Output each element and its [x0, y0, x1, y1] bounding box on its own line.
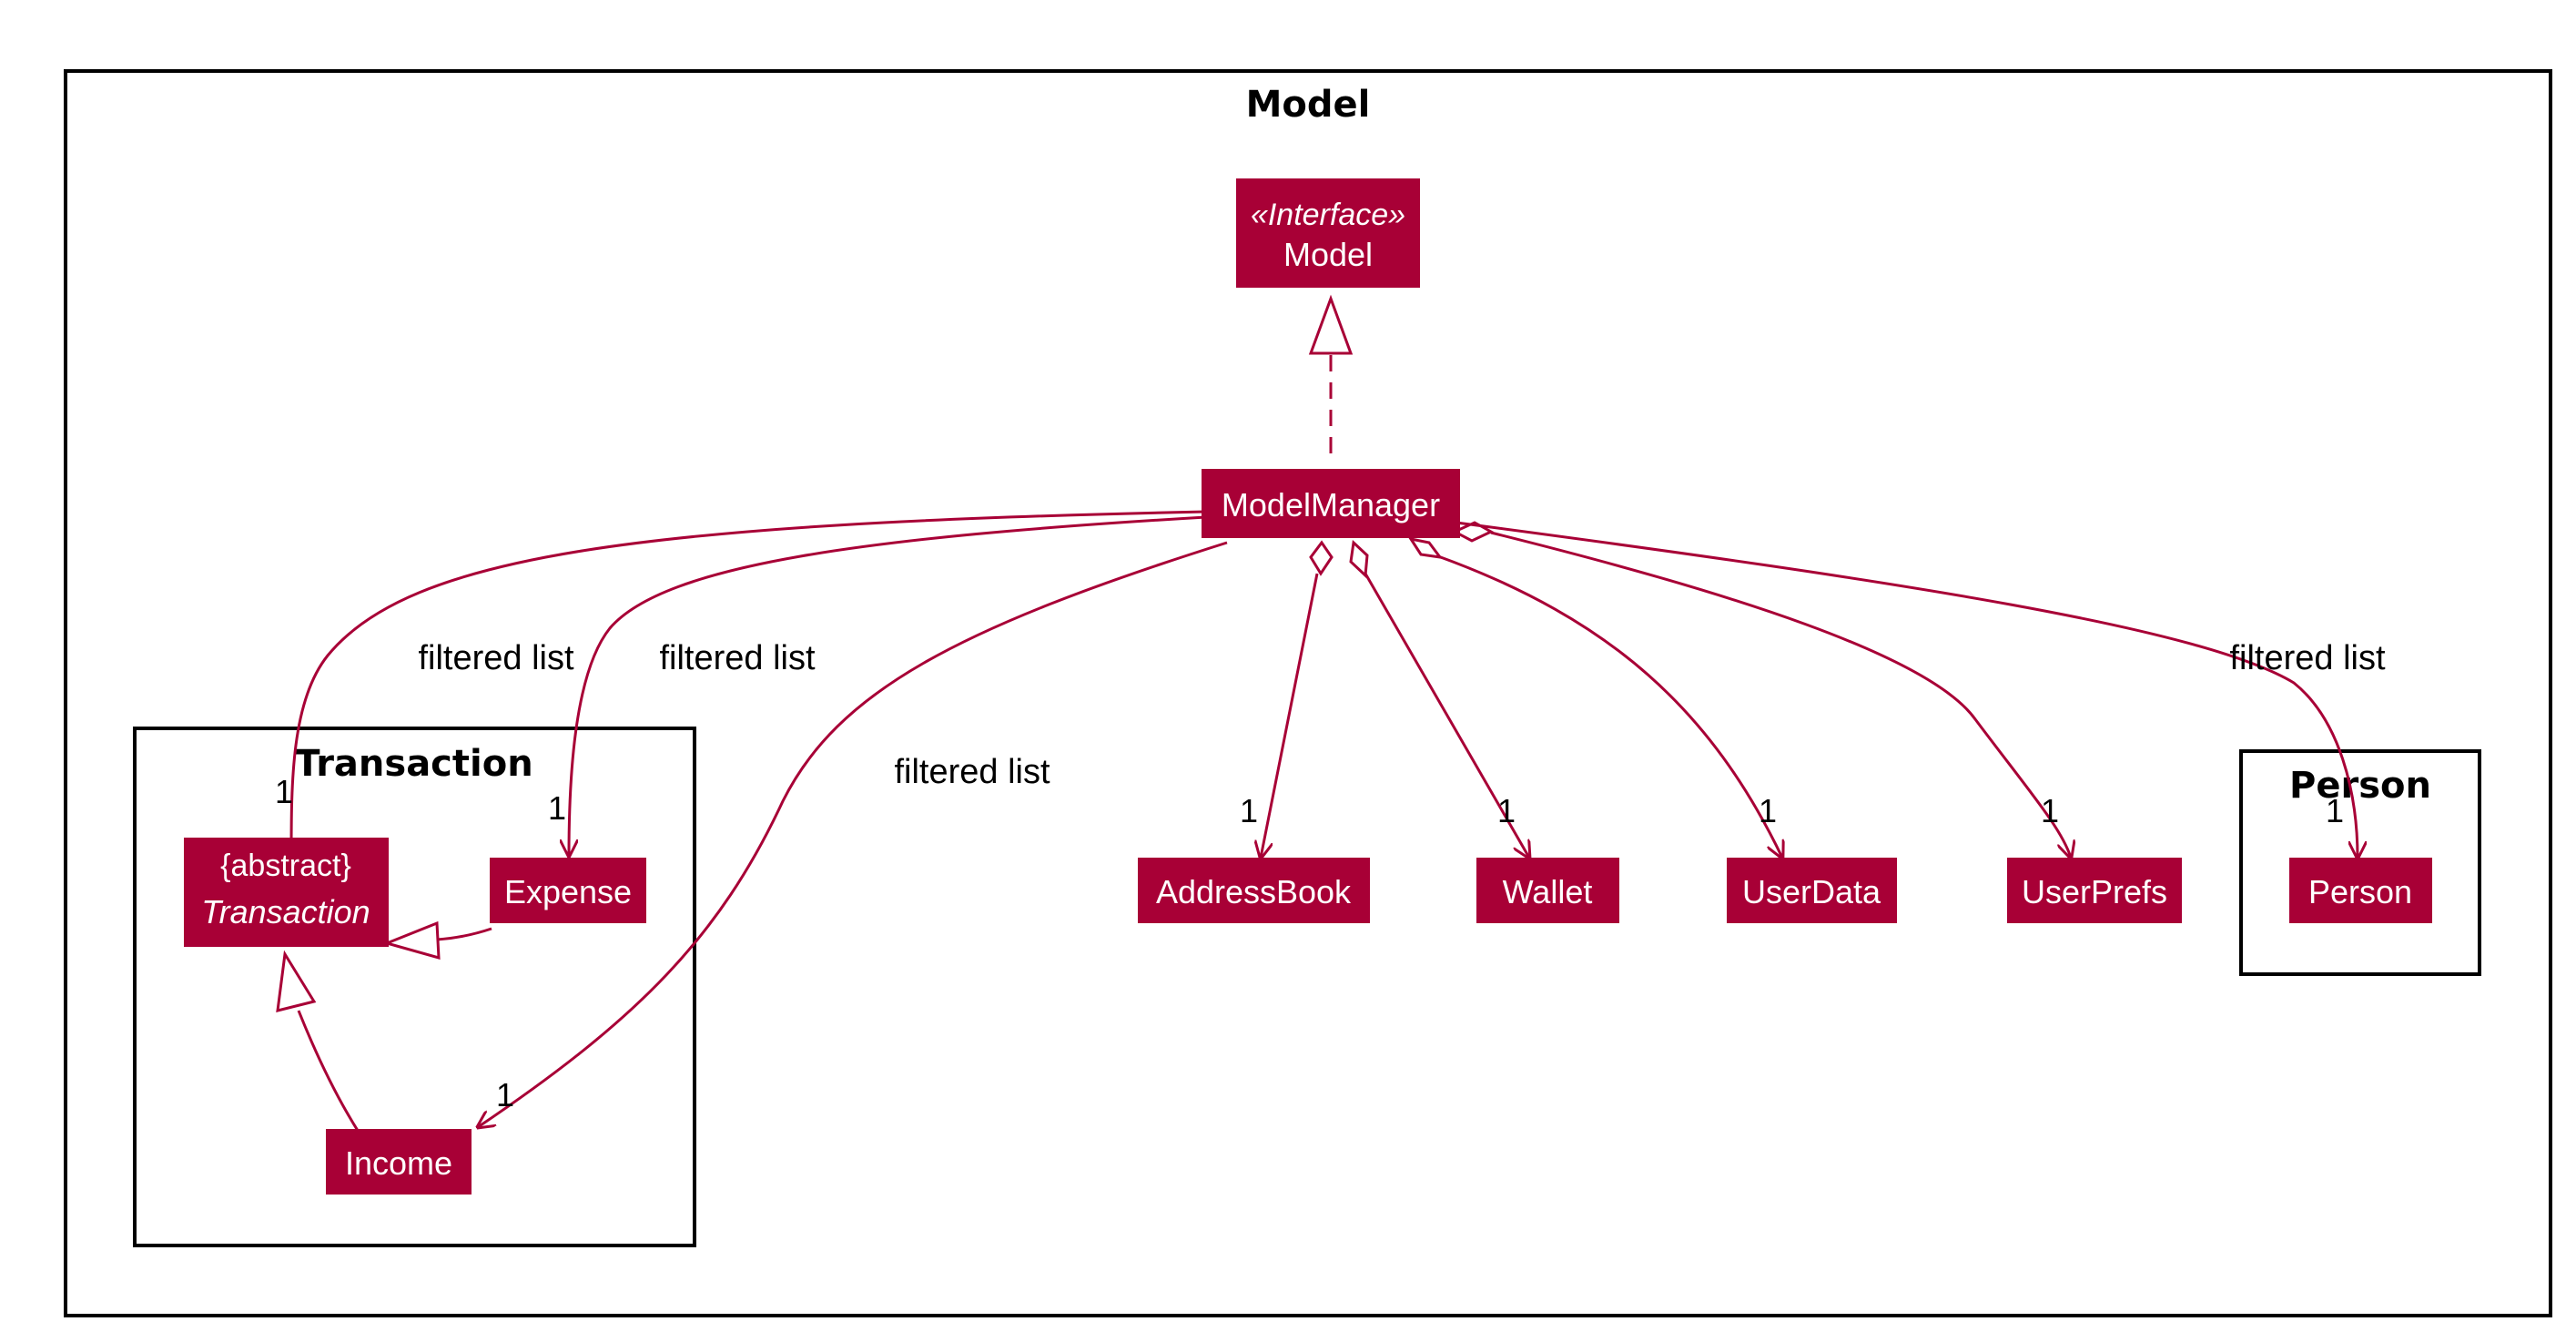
- package-model-frame: [64, 69, 2552, 1317]
- edge-to-wallet: 1: [1349, 539, 1529, 858]
- class-address-book[interactable]: AddressBook: [1138, 858, 1370, 923]
- multiplicity-expense: 1: [548, 789, 566, 827]
- class-income[interactable]: Income: [326, 1129, 472, 1195]
- class-expense[interactable]: Expense: [490, 858, 646, 923]
- person-name: Person: [2308, 873, 2412, 910]
- edge-to-address-book: 1: [1240, 540, 1334, 858]
- class-model-manager[interactable]: ModelManager: [1202, 469, 1460, 538]
- multiplicity-user-data: 1: [1759, 792, 1777, 829]
- realization-edge: [1308, 294, 1354, 453]
- class-transaction[interactable]: {abstract} Transaction: [184, 838, 389, 947]
- edge-to-user-data: 1: [1407, 536, 1782, 858]
- transaction-name: Transaction: [201, 893, 370, 930]
- class-person[interactable]: Person: [2289, 858, 2432, 923]
- class-user-data[interactable]: UserData: [1727, 858, 1897, 923]
- model-interface-name: Model: [1283, 236, 1373, 273]
- wallet-name: Wallet: [1503, 873, 1593, 910]
- edge-to-user-prefs: 1: [1451, 521, 2071, 858]
- multiplicity-person: 1: [2326, 792, 2344, 829]
- edge-to-income: filtered list 1: [478, 541, 1228, 1127]
- generalization-expense-edge: [382, 920, 492, 961]
- model-manager-name: ModelManager: [1222, 486, 1440, 524]
- user-prefs-name: UserPrefs: [2022, 873, 2167, 910]
- package-transaction-frame: [133, 727, 696, 1247]
- edge-label-to-income: filtered list: [894, 753, 1050, 791]
- expense-name: Expense: [504, 873, 632, 910]
- class-user-prefs[interactable]: UserPrefs: [2007, 858, 2182, 923]
- generalization-income-edge: [276, 950, 361, 1134]
- edge-to-expense: filtered list 1: [548, 515, 1207, 856]
- package-model-title: Model: [1246, 84, 1371, 126]
- model-stereotype: «Interface»: [1251, 198, 1405, 232]
- multiplicity-income: 1: [496, 1076, 514, 1113]
- income-name: Income: [345, 1144, 452, 1182]
- multiplicity-transaction: 1: [275, 773, 293, 810]
- multiplicity-user-prefs: 1: [2041, 792, 2059, 829]
- edge-to-transaction: filtered list 1: [275, 510, 1207, 856]
- class-wallet[interactable]: Wallet: [1476, 858, 1619, 923]
- edge-label-to-expense: filtered list: [659, 639, 815, 677]
- package-person-frame: [2239, 749, 2481, 976]
- package-transaction-title: Transaction: [295, 743, 532, 785]
- user-data-name: UserData: [1742, 873, 1881, 910]
- edge-label-to-person: filtered list: [2229, 639, 2385, 677]
- transaction-modifier: {abstract}: [220, 849, 351, 883]
- address-book-name: AddressBook: [1156, 873, 1352, 910]
- multiplicity-address-book: 1: [1240, 792, 1258, 829]
- package-person-title: Person: [2289, 765, 2431, 807]
- edge-label-to-transaction: filtered list: [418, 639, 573, 677]
- multiplicity-wallet: 1: [1497, 792, 1516, 829]
- edge-to-person: filtered list 1: [1455, 521, 2386, 858]
- class-model-interface[interactable]: «Interface» Model: [1236, 178, 1420, 288]
